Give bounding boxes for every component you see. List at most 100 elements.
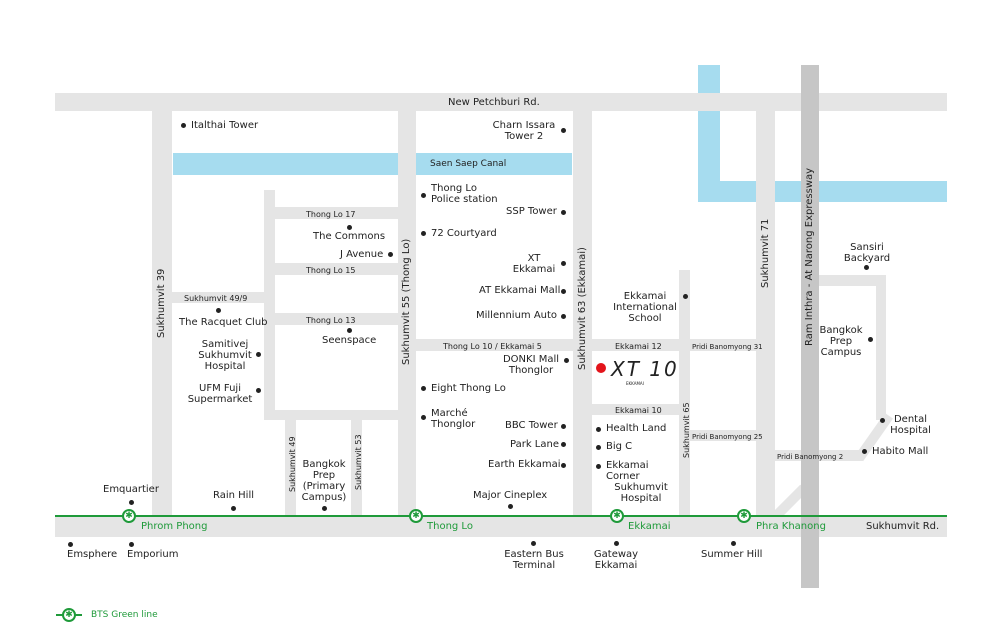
place-dot <box>564 358 569 363</box>
place-dot <box>388 252 393 257</box>
place-earth: Earth Ekkamai <box>488 459 561 470</box>
place-dot <box>561 442 566 447</box>
place-dot <box>731 541 736 546</box>
bts-line <box>55 515 947 517</box>
place-72: 72 Courtyard <box>431 228 497 239</box>
canal-label: Saen Saep Canal <box>430 159 507 169</box>
soi49 <box>285 410 296 517</box>
place-dot <box>561 424 566 429</box>
s53-label: Sukhumvit 53 <box>354 434 363 490</box>
place-donki: DONKI Mall Thonglor <box>502 354 560 376</box>
place-dot <box>129 500 134 505</box>
place-eight: Eight Thong Lo <box>431 383 506 394</box>
place-dot <box>868 337 873 342</box>
station-phrom-phong[interactable]: Phrom Phong <box>141 521 208 532</box>
place-dot <box>231 506 236 511</box>
place-ufm: UFM Fuji Supermarket <box>187 383 253 405</box>
place-dot <box>880 418 885 423</box>
place-charn-issara: Charn Issara Tower 2 <box>492 120 556 142</box>
s71-label: Sukhumvit 71 <box>760 218 771 288</box>
place-dot <box>596 464 601 469</box>
place-dot <box>256 352 261 357</box>
ek10-label: Ekkamai 10 <box>615 406 662 415</box>
place-healthland: Health Land <box>606 423 667 434</box>
place-dot <box>421 193 426 198</box>
place-dot <box>596 445 601 450</box>
place-sansiri: Sansiri Backyard <box>843 242 891 264</box>
soi65 <box>679 270 690 517</box>
loop-top <box>819 275 886 286</box>
place-dot <box>561 463 566 468</box>
sukhumvit-road <box>55 517 947 537</box>
expressway <box>801 65 819 588</box>
bts-station-icon[interactable]: ✱ <box>122 509 136 523</box>
place-dot <box>347 225 352 230</box>
s49-9-label: Sukhumvit 49/9 <box>184 294 248 303</box>
place-commons: The Commons <box>313 231 386 242</box>
place-emporium: Emporium <box>127 549 179 560</box>
canal-east-h <box>698 181 947 202</box>
place-habito: Habito Mall <box>872 446 929 457</box>
place-at-mall: AT Ekkamai Mall <box>479 285 561 296</box>
place-dot <box>256 388 261 393</box>
pb31-label: Pridi Banomyong 31 <box>692 343 763 351</box>
place-dot <box>596 427 601 432</box>
place-sukhumvit-hospital: Sukhumvit Hospital <box>614 482 668 504</box>
s65-label: Sukhumvit 65 <box>682 402 691 458</box>
place-emsphere: Emsphere <box>67 549 118 560</box>
tl15-label: Thong Lo 15 <box>306 266 356 275</box>
ek12-label: Ekkamai 12 <box>615 342 662 351</box>
place-dental: Dental Hospital <box>890 414 931 436</box>
place-dot <box>421 231 426 236</box>
place-bigc: Big C <box>606 441 633 452</box>
place-xt-ekkamai: XT Ekkamai <box>512 253 556 275</box>
place-rainhill: Rain Hill <box>213 490 255 501</box>
new-petchburi-label: New Petchburi Rd. <box>448 97 540 108</box>
project-logo: XT 10 <box>611 357 679 381</box>
place-parklane: Park Lane <box>510 439 559 450</box>
bts-station-icon[interactable]: ✱ <box>610 509 624 523</box>
project-marker[interactable] <box>596 363 606 373</box>
canal <box>173 153 572 175</box>
station-thong-lo[interactable]: Thong Lo <box>427 521 473 532</box>
station-phra-khanong[interactable]: Phra Khanong <box>756 521 826 532</box>
place-samitivej: Samitivej Sukhumvit Hospital <box>198 339 252 372</box>
place-major: Major Cineplex <box>473 490 548 501</box>
pb25-label: Pridi Banomyong 25 <box>692 433 763 441</box>
station-ekkamai[interactable]: Ekkamai <box>628 521 671 532</box>
place-millennium: Millennium Auto <box>476 310 558 321</box>
place-dot <box>508 504 513 509</box>
soi39 <box>152 111 172 517</box>
place-dot <box>561 128 566 133</box>
place-dot <box>216 308 221 313</box>
bts-station-icon[interactable]: ✱ <box>409 509 423 523</box>
place-dot <box>347 328 352 333</box>
soi-inner <box>264 190 275 410</box>
legend-label: BTS Green line <box>91 610 158 620</box>
sukhumvit-label: Sukhumvit Rd. <box>866 521 940 532</box>
pb2-label: Pridi Banomyong 2 <box>777 453 844 461</box>
place-dot <box>181 123 186 128</box>
place-italthai: Italthai Tower <box>191 120 259 131</box>
place-dot <box>68 542 73 547</box>
tl17 <box>275 207 398 219</box>
place-dot <box>322 506 327 511</box>
new-petchburi-road <box>55 93 947 111</box>
place-dot <box>421 415 426 420</box>
place-dot <box>129 542 134 547</box>
s39-label: Sukhumvit 39 <box>156 268 167 338</box>
soi53 <box>351 410 362 517</box>
place-dot <box>864 265 869 270</box>
tl13 <box>275 313 398 325</box>
place-bangkok-prep: Bangkok Prep Campus <box>819 325 863 358</box>
place-gateway: Gateway Ekkamai <box>593 549 639 571</box>
s49-9 <box>172 292 264 303</box>
place-dot <box>683 294 688 299</box>
bts-station-icon[interactable]: ✱ <box>737 509 751 523</box>
place-bkk-prep-primary: Bangkok Prep (Primary Campus) <box>301 459 347 503</box>
ek12 <box>592 339 756 351</box>
s63-label: Sukhumvit 63 (Ekkamai) <box>577 247 588 370</box>
place-marche: Marché Thonglor <box>431 408 476 430</box>
soi55 <box>398 111 416 517</box>
place-emquartier: Emquartier <box>103 484 159 495</box>
